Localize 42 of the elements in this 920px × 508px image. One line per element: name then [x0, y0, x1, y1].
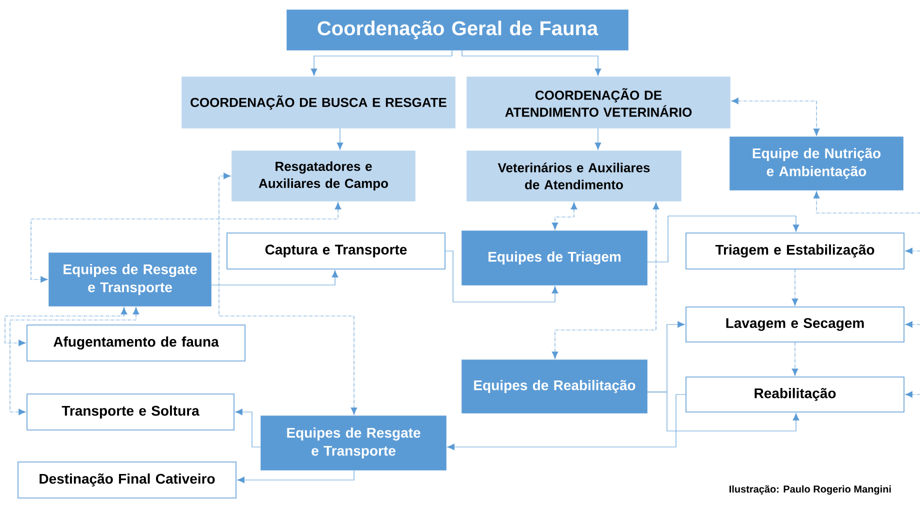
arrow [336, 128, 344, 150]
credit-text: Ilustração: Paulo Rogerio Mangini [730, 485, 891, 495]
arrow [647, 392, 800, 432]
arrow [462, 50, 602, 76]
arrow [792, 269, 798, 306]
task-box: Transporte e Soltura [26, 394, 234, 430]
team-box: Equipe de Nutrição e Ambientação [730, 136, 904, 190]
coordination-box: COORDENAÇÃO DE BUSCA E RESGATE [182, 76, 456, 128]
arrow [447, 394, 686, 450]
task-box: Destinação Final Cativeiro [18, 462, 236, 498]
arrow [30, 202, 342, 283]
arrow [445, 250, 558, 302]
arrow [10, 307, 140, 416]
arrow [235, 408, 261, 448]
coordination-box: COORDENAÇÃO DE ATENDIMENTO VETERINÁRIO [466, 76, 730, 128]
arrow [905, 321, 920, 328]
arrow [211, 270, 338, 286]
team-box: Coordenação Geral de Fauna [286, 10, 628, 50]
arrow [647, 216, 800, 262]
arrow [905, 391, 920, 398]
arrow [792, 342, 798, 376]
arrow [905, 248, 920, 254]
team-box: Equipes de Reabilitação [462, 360, 648, 414]
arrow [310, 50, 452, 76]
team-box: Equipes de Resgate e Transporte [48, 252, 212, 306]
arrow [552, 202, 578, 230]
task-box: Captura e Transporte [226, 232, 446, 270]
arrow [594, 128, 602, 150]
arrow [237, 470, 354, 484]
team-box: Equipes de Triagem [462, 230, 648, 286]
arrow [813, 191, 920, 214]
task-box: Reabilitação [686, 376, 904, 412]
coordination-box: Resgatadores e Auxiliares de Campo [232, 150, 416, 202]
arrow [731, 98, 820, 136]
task-box: Afugentamento de fauna [26, 324, 246, 362]
coordination-box: Veterinários e Auxiliares de Atendimento [466, 150, 682, 202]
team-box: Equipes de Resgate e Transporte [260, 416, 446, 470]
arrow [218, 172, 358, 415]
arrow [552, 202, 660, 359]
task-box: Lavagem e Secagem [686, 306, 904, 342]
arrow [4, 307, 128, 346]
task-box: Triagem e Estabilização [686, 232, 904, 270]
